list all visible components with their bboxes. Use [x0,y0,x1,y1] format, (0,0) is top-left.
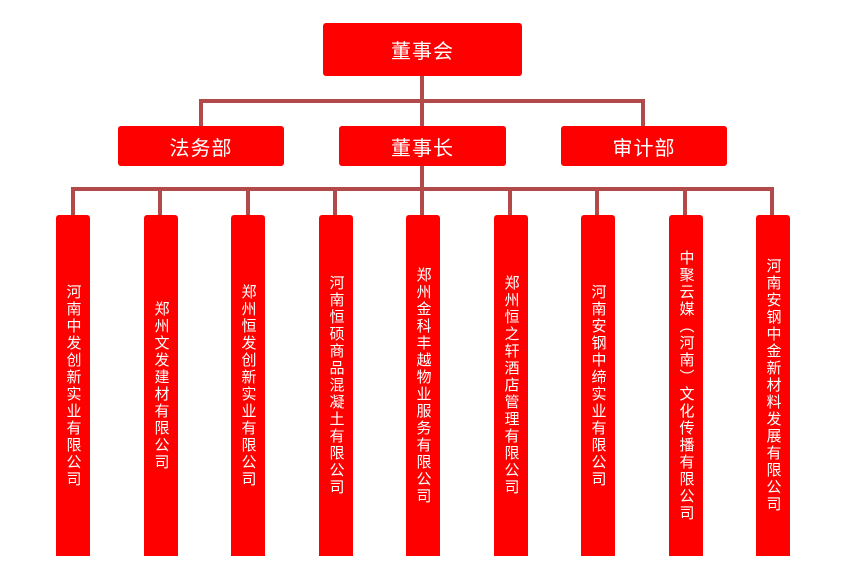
connector-sub-drop-3 [246,187,250,215]
node-subsidiary-3: 郑州恒发创新实业有限公司 [231,215,265,556]
node-label: 河南恒硕商品混凝土有限公司 [327,275,346,496]
node-label: 中聚云媒（河南）文化传播有限公司 [677,249,696,522]
connector-sub-drop-4 [333,187,337,215]
node-label: 郑州恒之轩酒店管理有限公司 [502,275,521,496]
connector-sub-drop-7 [595,187,599,215]
node-label: 郑州文发建材有限公司 [152,300,171,471]
connector-sub-drop-9 [770,187,774,215]
node-subsidiary-6: 郑州恒之轩酒店管理有限公司 [494,215,528,556]
node-label: 郑州金科丰越物业服务有限公司 [414,266,433,505]
node-label: 河南安钢中金新材料发展有限公司 [764,258,783,513]
node-board-of-directors: 董事会 [323,23,522,76]
node-subsidiary-7: 河南安钢中缔实业有限公司 [581,215,615,556]
connector-chairman-down [420,166,424,191]
node-subsidiary-8: 中聚云媒（河南）文化传播有限公司 [669,215,703,556]
connector-legal-drop [199,99,203,126]
connector-sub-drop-6 [508,187,512,215]
node-label: 河南中发创新实业有限公司 [64,283,83,488]
node-subsidiary-1: 河南中发创新实业有限公司 [56,215,90,556]
node-label: 董事长 [391,135,454,160]
node-label: 郑州恒发创新实业有限公司 [239,283,258,488]
node-legal-department: 法务部 [118,126,284,166]
connector-sub-drop-8 [683,187,687,215]
connector-chairman-drop [420,99,424,126]
node-subsidiary-9: 河南安钢中金新材料发展有限公司 [756,215,790,556]
node-label: 审计部 [612,135,676,160]
node-label: 董事会 [391,39,454,63]
connector-sub-drop-1 [71,187,75,215]
connector-audit-drop [641,99,645,126]
node-audit-department: 审计部 [561,126,727,166]
node-label: 法务部 [169,135,233,160]
connector-sub-drop-2 [158,187,162,215]
node-subsidiary-4: 河南恒硕商品混凝土有限公司 [319,215,353,556]
node-chairman: 董事长 [339,126,506,166]
node-subsidiary-5: 郑州金科丰越物业服务有限公司 [406,215,440,556]
connector-root-down [420,76,424,103]
node-label: 河南安钢中缔实业有限公司 [589,283,608,488]
node-subsidiary-2: 郑州文发建材有限公司 [144,215,178,556]
connector-sub-drop-5 [420,187,424,215]
